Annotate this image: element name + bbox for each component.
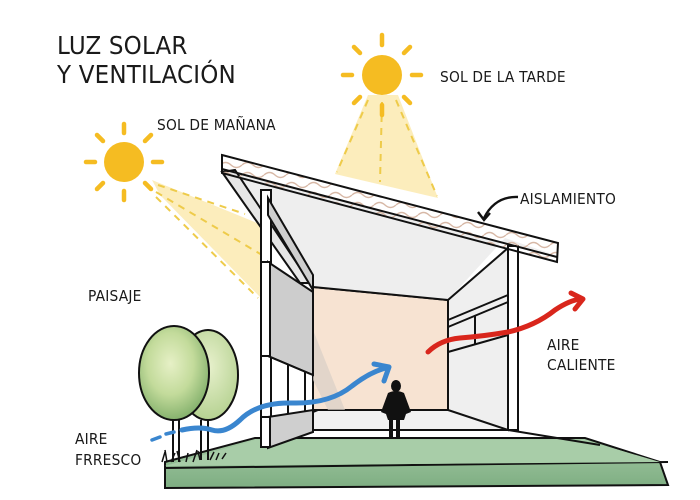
afternoon-sun-label: SOL DE LA TARDE [440, 68, 566, 86]
fresh-air-arrow-icon [150, 361, 392, 442]
morning-sun-icon [83, 121, 165, 203]
hot-air-label-line-2: CALIENTE [547, 356, 616, 374]
title-line-2: Y VENTILACIÓN [57, 60, 236, 89]
insulation-pointer-arrow [482, 195, 519, 219]
insulation-label: AISLAMIENTO [520, 190, 617, 208]
morning-sun-beam [152, 180, 263, 300]
hot-air-arrow-icon [425, 290, 586, 355]
person-silhouette-icon [381, 380, 411, 439]
ground-slab [164, 437, 670, 490]
fresh-air-label-line-2: FRRESCO [75, 451, 142, 469]
hot-air-label-line-1: AIRE [547, 336, 580, 354]
roof [221, 153, 560, 264]
fresh-air-label-line-1: AIRE [75, 430, 108, 448]
trees [138, 325, 239, 463]
afternoon-sun-beam [335, 95, 438, 198]
afternoon-sun-icon [340, 32, 424, 118]
title-line-1: LUZ SOLAR [57, 31, 188, 60]
morning-sun-label: SOL DE MAÑANA [157, 116, 276, 134]
landscape-label: PAISAJE [88, 287, 142, 305]
right-wall [447, 245, 601, 446]
left-wall [220, 168, 314, 450]
